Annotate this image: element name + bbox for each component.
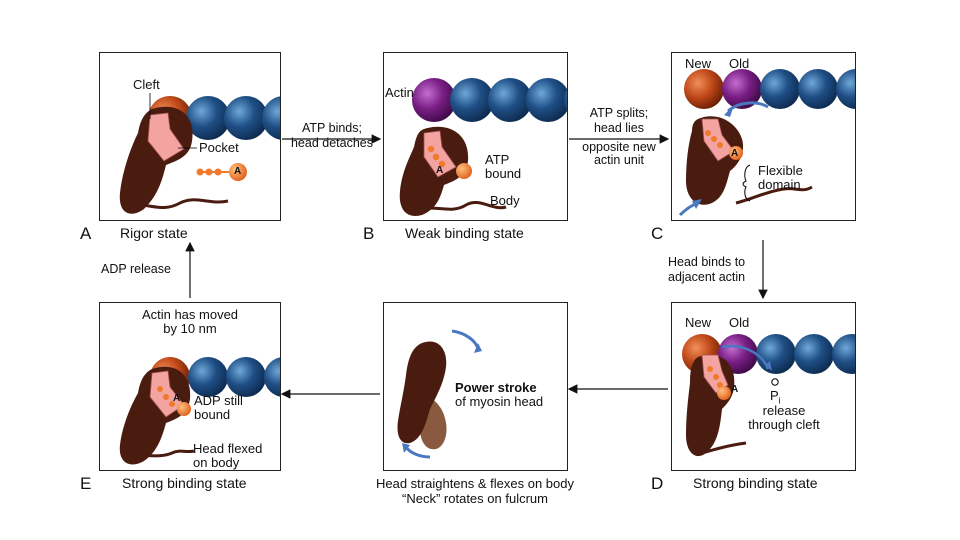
flexible-domain-bracket bbox=[742, 164, 751, 202]
panel-d-illustration bbox=[682, 334, 855, 457]
atp-letter: A bbox=[234, 166, 242, 177]
label-release-through-cleft: release through cleft bbox=[734, 404, 834, 432]
label-head-flexed: Head flexed on body bbox=[193, 442, 262, 470]
cleft-pocket-region bbox=[423, 130, 457, 178]
myosin-tail bbox=[129, 449, 195, 459]
label-cleft: Cleft bbox=[133, 77, 160, 92]
label-adp-line1: ADP still bbox=[194, 393, 243, 408]
b-to-c-line3: opposite new bbox=[582, 140, 656, 154]
c-to-d-line1: Head binds to bbox=[668, 255, 746, 269]
label-head-line1: Head flexed bbox=[193, 441, 263, 456]
panel-letter-d: D bbox=[651, 474, 664, 493]
myosin-tail bbox=[735, 185, 813, 205]
label-pi-sub: i bbox=[778, 395, 781, 406]
label-pi-letter: P bbox=[770, 388, 779, 403]
label-actin-moved: Actin has moved by 10 nm bbox=[110, 308, 270, 336]
myosin-head bbox=[397, 341, 447, 444]
panel-letter-b: B bbox=[363, 224, 375, 243]
label-atp-line1: ATP bbox=[485, 152, 510, 167]
caption-strong-binding-state-d: Strong binding state bbox=[693, 475, 818, 491]
atp-letter: A bbox=[173, 393, 181, 404]
caption-rigor-state: Rigor state bbox=[120, 225, 188, 241]
label-atp-line2: bound bbox=[485, 166, 522, 181]
caption-power-line1: Head straightens & flexes on body bbox=[375, 476, 574, 491]
cleft-pocket-region bbox=[147, 112, 185, 162]
label-old: Old bbox=[729, 56, 750, 71]
label-body: Body bbox=[490, 193, 520, 208]
atp-letter: A bbox=[731, 148, 739, 159]
label-pocket: Pocket bbox=[199, 140, 239, 155]
label-moved-line2: by 10 nm bbox=[163, 321, 217, 336]
label-flex-line2: domain bbox=[758, 177, 801, 192]
atp-molecule bbox=[427, 145, 472, 179]
adp-pi-molecule bbox=[705, 130, 743, 160]
label-actin: Actin bbox=[385, 85, 414, 100]
caption-weak-binding-state: Weak binding state bbox=[405, 225, 524, 241]
caption-strong-binding-state-e: Strong binding state bbox=[122, 475, 247, 491]
panel-power-stroke: Power stroke of myosin head bbox=[383, 302, 568, 471]
atp-letter: A bbox=[731, 384, 739, 395]
e-to-a-line1: ADP release bbox=[101, 262, 171, 276]
actin-filament bbox=[412, 78, 567, 122]
label-moved-line1: Actin has moved bbox=[141, 307, 239, 322]
panel-c-illustration bbox=[678, 69, 855, 217]
b-to-c-line1: ATP splits; bbox=[589, 106, 649, 120]
caption-power-stroke: Head straightens & flexes on body “Neck”… bbox=[340, 476, 610, 506]
b-to-c-line2: head lies bbox=[593, 121, 645, 135]
label-new: New bbox=[685, 315, 712, 330]
atp-molecule bbox=[196, 163, 247, 181]
transition-label-a-to-b: ATP binds; head detaches bbox=[284, 121, 380, 151]
panel-e-strong-binding: Actin has moved by 10 nm ADP still bound… bbox=[99, 302, 281, 471]
a-to-b-line1: ATP binds; bbox=[302, 121, 362, 135]
panel-b-weak-binding: Actin ATP bound Body A bbox=[383, 52, 568, 221]
panel-c: New Old Flexible domain A bbox=[671, 52, 856, 221]
label-old: Old bbox=[729, 315, 750, 330]
label-adp-line2: bound bbox=[194, 407, 231, 422]
transition-label-c-to-d: Head binds to adjacent actin bbox=[668, 255, 758, 285]
label-head-line2: on body bbox=[193, 455, 240, 470]
panel-letter-a: A bbox=[80, 224, 92, 243]
label-adp-still-bound: ADP still bound bbox=[194, 394, 243, 422]
panel-d-strong-binding: New Old Pi release through cleft A bbox=[671, 302, 856, 471]
adp-molecule bbox=[157, 386, 191, 416]
c-to-d-line2: adjacent actin bbox=[668, 270, 746, 284]
panel-e-illustration bbox=[119, 357, 280, 465]
label-flex-line1: Flexible bbox=[758, 163, 803, 178]
transition-label-b-to-c: ATP splits; head lies opposite new actin… bbox=[571, 106, 667, 167]
label-flexible-domain: Flexible domain bbox=[758, 164, 803, 192]
label-power-line2: of myosin head bbox=[455, 394, 544, 409]
actin-filament bbox=[684, 69, 855, 109]
panel-a-illustration bbox=[119, 93, 280, 214]
b-to-c-line4: actin unit bbox=[593, 153, 645, 167]
label-release-line2: through cleft bbox=[748, 417, 820, 432]
panel-power-stroke-illustration bbox=[397, 329, 482, 459]
transition-label-e-to-a: ADP release bbox=[101, 262, 183, 277]
myosin-tail bbox=[417, 201, 507, 213]
atp-letter: A bbox=[436, 165, 444, 176]
adp-molecule bbox=[707, 366, 731, 400]
a-to-b-line2: head detaches bbox=[290, 136, 373, 150]
myosin-tail bbox=[701, 441, 747, 455]
pi-molecule bbox=[771, 378, 779, 386]
label-power-line1: Power stroke bbox=[455, 380, 537, 395]
myosin-tail bbox=[129, 198, 229, 209]
myosin-head bbox=[686, 116, 744, 205]
label-release-line1: release bbox=[762, 403, 806, 418]
panel-a-rigor: Cleft Pocket A bbox=[99, 52, 281, 221]
panel-letter-e: E bbox=[80, 474, 92, 493]
myosin-head bbox=[119, 106, 193, 214]
caption-power-line2: “Neck” rotates on fulcrum bbox=[402, 491, 548, 506]
label-power-stroke: Power stroke of myosin head bbox=[455, 381, 543, 409]
panel-b-illustration bbox=[399, 78, 567, 216]
label-new: New bbox=[685, 56, 712, 71]
panel-letter-c: C bbox=[651, 224, 664, 243]
label-atp-bound: ATP bound bbox=[485, 153, 521, 181]
label-pi: Pi bbox=[770, 389, 781, 408]
